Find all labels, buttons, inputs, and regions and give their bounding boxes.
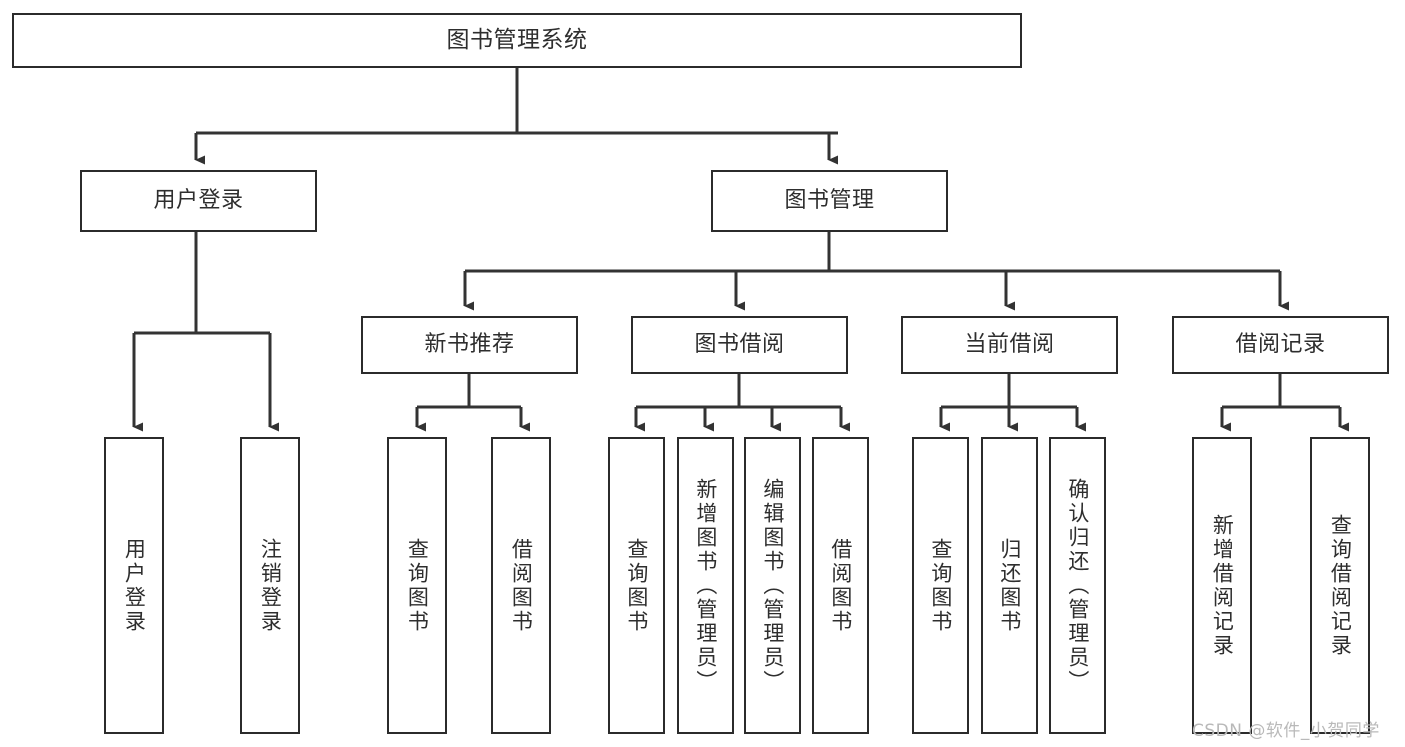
node-leaf-user-login-label: 用户登录 — [122, 537, 147, 634]
node-leaf-logout[interactable]: 注销登录 — [240, 437, 300, 734]
node-leaf-add-borrow-record[interactable]: 新增借阅记录 — [1192, 437, 1252, 734]
node-leaf-confirm-return[interactable]: 确认归还（管理员） — [1049, 437, 1106, 734]
node-leaf-logout-label: 注销登录 — [258, 537, 283, 634]
node-leaf-search-borrow-record-label: 查询借阅记录 — [1328, 513, 1353, 658]
node-new-book-recommend-label: 新书推荐 — [424, 332, 515, 358]
node-root-system-label: 图书管理系统 — [446, 26, 588, 53]
node-borrow-record[interactable]: 借阅记录 — [1172, 316, 1389, 374]
node-book-borrow-label: 图书借阅 — [694, 332, 785, 358]
node-leaf-edit-book[interactable]: 编辑图书（管理员） — [744, 437, 801, 734]
node-borrow-record-label: 借阅记录 — [1235, 332, 1326, 358]
node-book-borrow[interactable]: 图书借阅 — [631, 316, 848, 374]
node-leaf-borrow-book-bb[interactable]: 借阅图书 — [812, 437, 869, 734]
node-book-management-label: 图书管理 — [784, 188, 875, 214]
node-leaf-search-book-cb[interactable]: 查询图书 — [912, 437, 969, 734]
node-current-borrow-label: 当前借阅 — [964, 332, 1055, 358]
node-leaf-add-book-label: 新增图书（管理员） — [693, 477, 718, 694]
node-leaf-confirm-return-label: 确认归还（管理员） — [1065, 477, 1090, 694]
node-leaf-borrow-book-nb[interactable]: 借阅图书 — [491, 437, 551, 734]
node-leaf-edit-book-label: 编辑图书（管理员） — [760, 477, 785, 694]
node-leaf-search-book-nb[interactable]: 查询图书 — [387, 437, 447, 734]
node-leaf-search-book-nb-label: 查询图书 — [405, 537, 430, 634]
node-leaf-search-book-cb-label: 查询图书 — [928, 537, 953, 634]
node-leaf-add-book[interactable]: 新增图书（管理员） — [677, 437, 734, 734]
node-root-system[interactable]: 图书管理系统 — [12, 13, 1022, 68]
node-leaf-search-book-bb[interactable]: 查询图书 — [608, 437, 665, 734]
node-leaf-return-book-label: 归还图书 — [997, 537, 1022, 634]
node-current-borrow[interactable]: 当前借阅 — [901, 316, 1118, 374]
node-leaf-search-borrow-record[interactable]: 查询借阅记录 — [1310, 437, 1370, 734]
node-new-book-recommend[interactable]: 新书推荐 — [361, 316, 578, 374]
node-user-login-label: 用户登录 — [153, 188, 244, 214]
node-leaf-search-book-bb-label: 查询图书 — [624, 537, 649, 634]
node-leaf-borrow-book-nb-label: 借阅图书 — [509, 537, 534, 634]
node-user-login[interactable]: 用户登录 — [80, 170, 317, 232]
node-leaf-add-borrow-record-label: 新增借阅记录 — [1210, 513, 1235, 658]
node-leaf-return-book[interactable]: 归还图书 — [981, 437, 1038, 734]
node-book-management[interactable]: 图书管理 — [711, 170, 948, 232]
node-leaf-borrow-book-bb-label: 借阅图书 — [828, 537, 853, 634]
node-leaf-user-login[interactable]: 用户登录 — [104, 437, 164, 734]
